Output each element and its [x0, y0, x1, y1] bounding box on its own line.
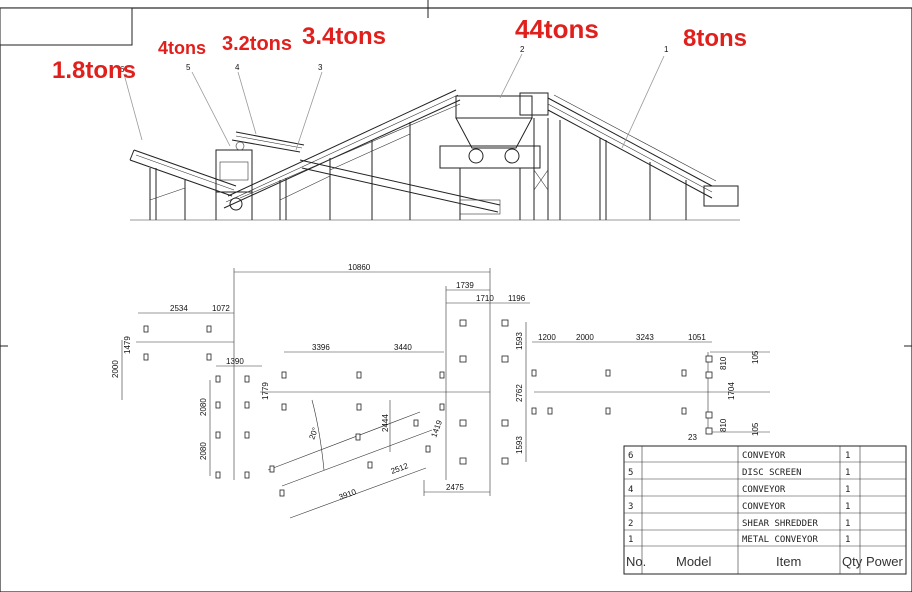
title-block-row: 3 CONVEYOR 1 — [628, 502, 850, 512]
conveyor-3 — [223, 89, 461, 220]
corner-label-box — [0, 7, 133, 46]
capacity-item-2: 44tons — [515, 14, 599, 44]
dim-1593-a: 1593 — [515, 332, 524, 350]
dim-23: 23 — [688, 433, 697, 442]
row-item: METAL CONVEYOR — [742, 535, 818, 545]
row-item: CONVEYOR — [742, 451, 786, 461]
dim-2762: 2762 — [515, 384, 524, 402]
dim-1593-b: 1593 — [515, 436, 524, 454]
title-block-row: 5 DISC SCREEN 1 — [628, 468, 850, 478]
conveyor-4 — [231, 131, 305, 153]
row-item: DISC SCREEN — [742, 468, 802, 478]
header-power: Power — [866, 554, 904, 569]
balloon-5: 5 — [186, 63, 191, 72]
dim-angle-20: 20° — [307, 426, 320, 440]
capacity-item-3: 3.4tons — [302, 23, 386, 50]
dim-1739: 1739 — [456, 281, 474, 290]
dim-1072: 1072 — [212, 304, 230, 313]
balloon-4: 4 — [235, 63, 240, 72]
dim-3396: 3396 — [312, 343, 330, 352]
elevation-view: 6 5 4 3 2 1 1.8tons 4tons 3.2tons 3.4ton… — [52, 14, 747, 221]
capacity-item-4: 3.2tons — [222, 33, 292, 55]
dim-2475: 2475 — [446, 483, 464, 492]
dim-1200: 1200 — [538, 333, 556, 342]
dim-105-b: 105 — [751, 422, 760, 436]
dim-3910: 3910 — [338, 487, 358, 502]
row-qty: 1 — [845, 485, 850, 495]
dim-3440: 3440 — [394, 343, 412, 352]
dim-1704: 1704 — [727, 382, 736, 400]
row-no: 6 — [628, 451, 633, 461]
metal-conveyor-1 — [547, 94, 739, 220]
row-item: CONVEYOR — [742, 485, 786, 495]
disc-screen-5 — [215, 141, 253, 220]
row-qty: 1 — [845, 519, 850, 529]
conveyor-6 — [129, 149, 237, 220]
balloon-2: 2 — [520, 45, 525, 54]
header-qty: Qty — [842, 554, 863, 569]
dim-2080-a: 2080 — [199, 398, 208, 416]
row-item: CONVEYOR — [742, 502, 786, 512]
header-no: No. — [626, 554, 646, 569]
sheet-border — [0, 7, 912, 592]
title-block-row: 2 SHEAR SHREDDER 1 — [628, 519, 850, 529]
dim-105-a: 105 — [751, 350, 760, 364]
title-block: 6 CONVEYOR 1 5 DISC SCREEN 1 4 CONVEYOR … — [623, 445, 907, 575]
row-no: 5 — [628, 468, 633, 478]
dim-810-b: 810 — [719, 418, 728, 432]
row-qty: 1 — [845, 535, 850, 545]
capacity-item-1: 8tons — [683, 25, 747, 52]
title-block-row: 6 CONVEYOR 1 — [628, 451, 850, 461]
row-no: 4 — [628, 485, 633, 495]
dim-2534: 2534 — [170, 304, 188, 313]
row-qty: 1 — [845, 468, 850, 478]
dim-1390: 1390 — [226, 357, 244, 366]
dim-2080-b: 2080 — [199, 442, 208, 460]
header-model: Model — [676, 554, 712, 569]
dim-810-a: 810 — [719, 356, 728, 370]
dim-1419: 1419 — [429, 418, 444, 438]
dim-1710: 1710 — [476, 294, 494, 303]
balloon-6: 6 — [120, 65, 125, 74]
dim-1779: 1779 — [261, 382, 270, 400]
row-no: 3 — [628, 502, 633, 512]
title-block-row: 1 METAL CONVEYOR 1 — [628, 535, 850, 545]
row-qty: 1 — [845, 451, 850, 461]
dim-2000: 2000 — [111, 360, 120, 378]
capacity-item-6: 1.8tons — [52, 57, 136, 84]
balloon-1: 1 — [664, 45, 669, 54]
shear-shredder-2 — [439, 92, 549, 220]
dim-3243: 3243 — [636, 333, 654, 342]
row-item: SHEAR SHREDDER — [742, 519, 818, 529]
dim-1051: 1051 — [688, 333, 706, 342]
title-block-row: 4 CONVEYOR 1 — [628, 485, 850, 495]
row-qty: 1 — [845, 502, 850, 512]
dim-2512: 2512 — [390, 461, 410, 476]
dim-1196: 1196 — [508, 294, 526, 303]
dim-10860: 10860 — [348, 263, 371, 272]
capacity-item-5: 4tons — [158, 38, 206, 58]
row-no: 2 — [628, 519, 633, 529]
dim-2000-b: 2000 — [576, 333, 594, 342]
dim-1479: 1479 — [123, 336, 132, 354]
dim-2444: 2444 — [381, 414, 390, 432]
balloon-3: 3 — [318, 63, 323, 72]
plan-view: 10860 1739 1710 1196 2534 1072 1479 2000… — [111, 263, 770, 519]
header-item: Item — [776, 554, 801, 569]
row-no: 1 — [628, 535, 633, 545]
